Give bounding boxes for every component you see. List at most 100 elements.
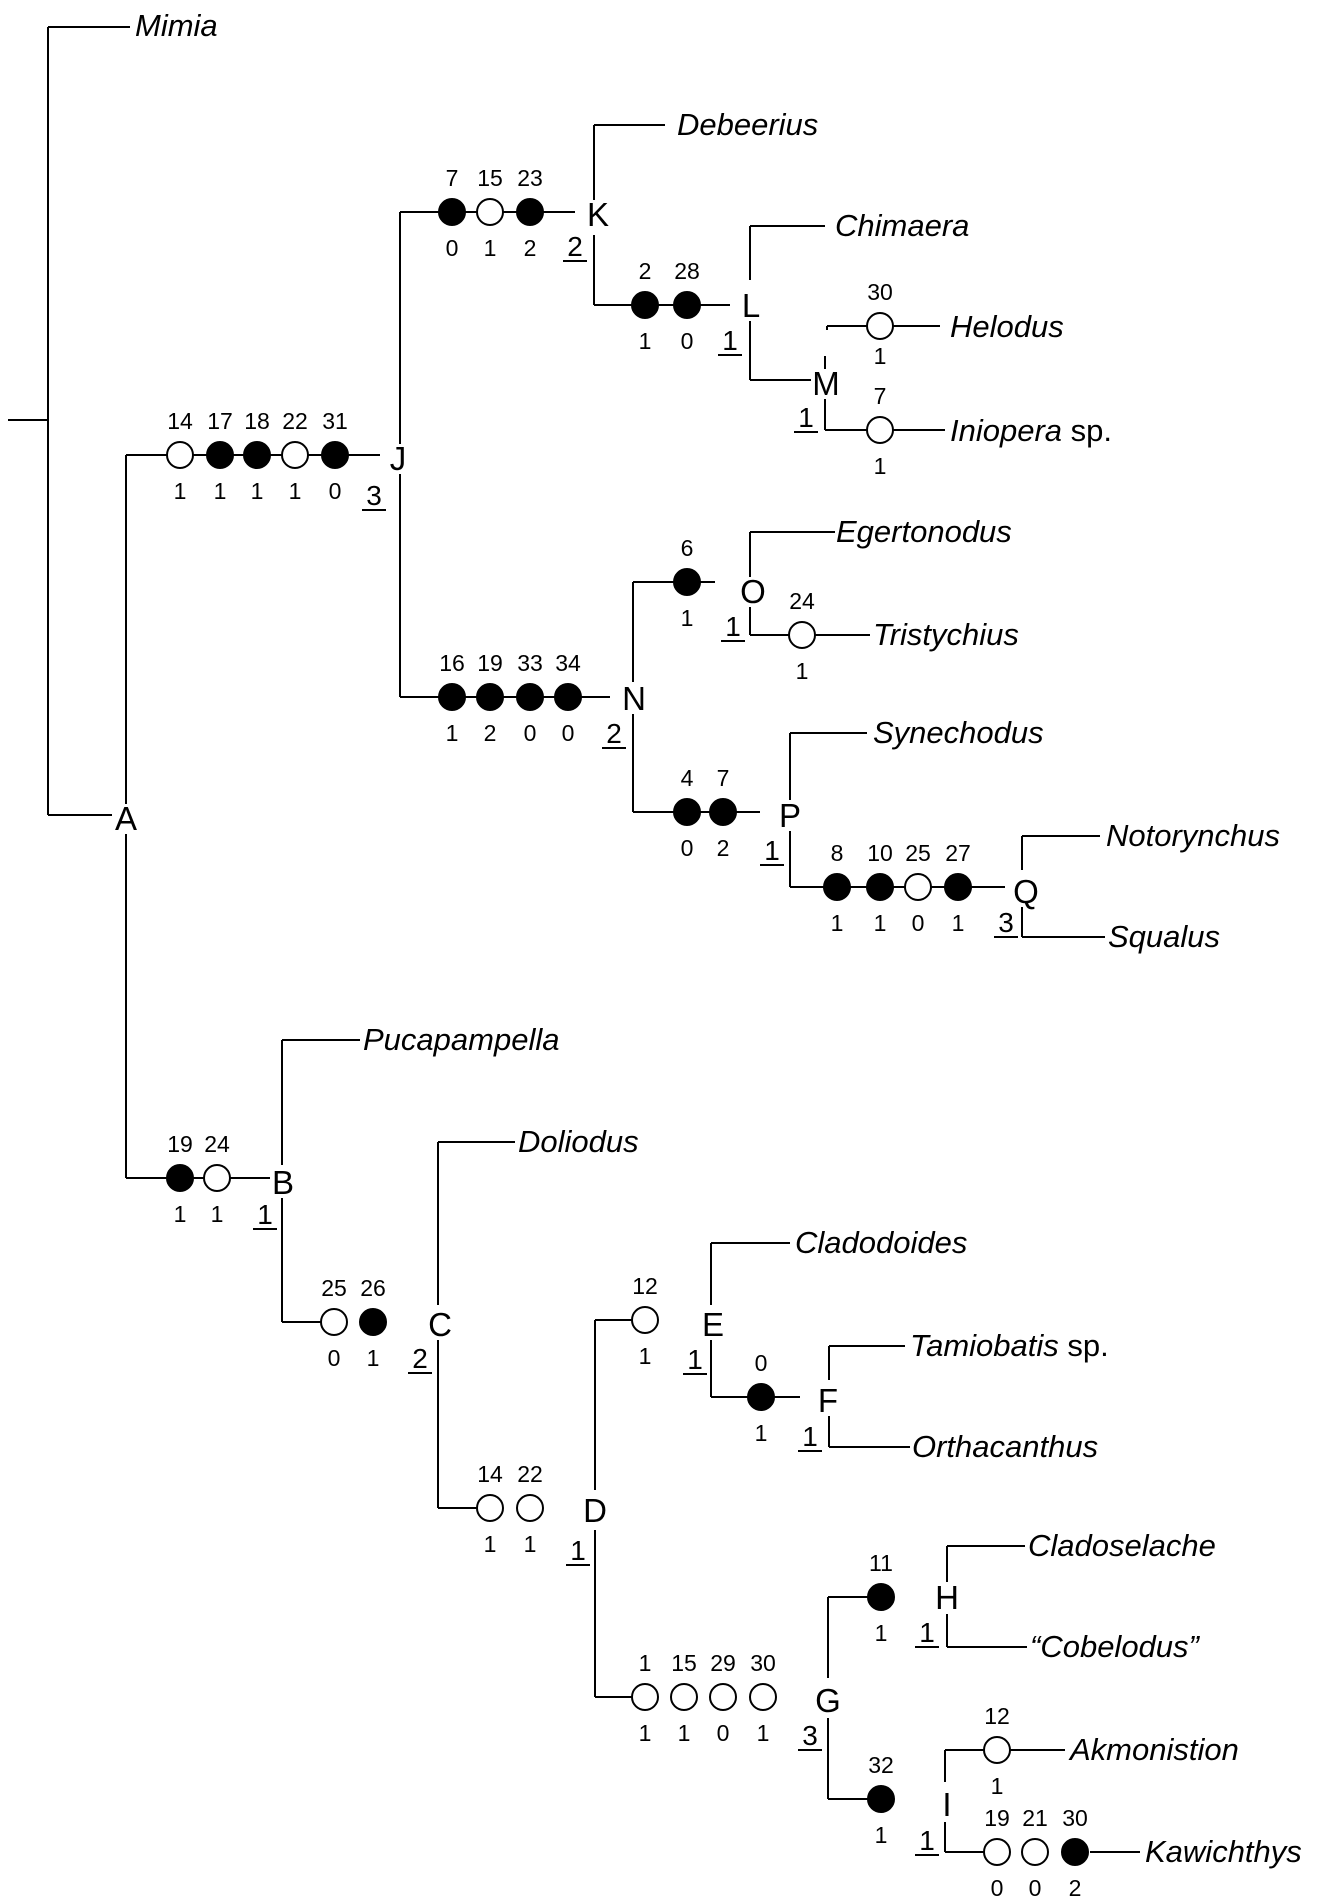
support-value: 1 <box>919 1825 935 1856</box>
node-label-i: I <box>942 1786 951 1823</box>
node-label-f: F <box>818 1382 838 1419</box>
filled-circle-icon <box>673 291 701 319</box>
character-number: 16 <box>439 650 465 676</box>
node-label-l: L <box>742 287 760 324</box>
character-number: 29 <box>710 1650 736 1676</box>
character-number: 2 <box>639 258 652 284</box>
character-number: 31 <box>322 408 348 434</box>
filled-circle-icon <box>359 1308 387 1336</box>
open-circle-icon <box>788 621 816 649</box>
character-number: 23 <box>517 165 543 191</box>
character-state: 0 <box>991 1875 1004 1901</box>
filled-circle-icon <box>206 441 234 469</box>
open-circle-icon <box>203 1164 231 1192</box>
character-number: 4 <box>681 765 694 791</box>
taxon-label-kawichthys: Kawichthys <box>1145 1834 1302 1869</box>
open-circle-icon <box>476 1494 504 1522</box>
character-number: 30 <box>867 279 893 305</box>
character-number: 19 <box>477 650 503 676</box>
character-state: 1 <box>289 478 302 504</box>
character-number: 24 <box>789 588 815 614</box>
character-number: 7 <box>874 383 887 409</box>
support-value: 3 <box>366 480 382 511</box>
open-circle-icon <box>476 198 504 226</box>
filled-circle-icon <box>1061 1838 1089 1866</box>
character-number: 26 <box>360 1275 386 1301</box>
support-value: 2 <box>606 718 622 749</box>
filled-circle-icon <box>554 683 582 711</box>
character-number: 11 <box>869 1550 893 1576</box>
node-label-h: H <box>935 1579 959 1616</box>
open-circle-icon <box>281 441 309 469</box>
character-state: 2 <box>524 235 537 261</box>
node-label-b: B <box>272 1164 294 1201</box>
open-circle-icon <box>709 1683 737 1711</box>
character-number: 19 <box>984 1805 1010 1831</box>
character-markers: 1411711812213107015123221280301711611923… <box>166 165 1089 1901</box>
open-circle-icon <box>631 1683 659 1711</box>
character-state: 1 <box>875 1822 888 1848</box>
character-number: 17 <box>207 408 233 434</box>
support-value: 2 <box>567 231 583 262</box>
support-value: 1 <box>257 1199 273 1230</box>
open-circle-icon <box>866 312 894 340</box>
node-label-n: N <box>622 680 646 717</box>
character-number: 6 <box>681 535 694 561</box>
character-number: 0 <box>755 1350 768 1376</box>
filled-circle-icon <box>823 873 851 901</box>
character-state: 1 <box>875 1620 888 1646</box>
character-state: 1 <box>524 1531 537 1557</box>
character-number: 33 <box>517 650 543 676</box>
node-label-k: K <box>587 196 609 233</box>
taxon-label-tamiobatis: Tamiobatis sp. <box>910 1328 1109 1363</box>
character-state: 1 <box>874 343 887 369</box>
character-state: 0 <box>329 478 342 504</box>
character-number: 14 <box>167 408 193 434</box>
character-number: 12 <box>984 1703 1010 1729</box>
support-value: 1 <box>802 1421 818 1452</box>
taxon-label-chimaera: Chimaera <box>835 208 969 243</box>
character-number: 30 <box>1062 1805 1088 1831</box>
open-circle-icon <box>1021 1838 1049 1866</box>
taxon-label-helodus: Helodus <box>950 309 1064 344</box>
character-state: 1 <box>952 910 965 936</box>
filled-circle-icon <box>438 198 466 226</box>
taxon-label-tristychius: Tristychius <box>873 617 1019 652</box>
filled-circle-icon <box>476 683 504 711</box>
character-state: 1 <box>874 910 887 936</box>
filled-circle-icon <box>243 441 271 469</box>
support-value: 1 <box>570 1535 586 1566</box>
character-state: 0 <box>524 720 537 746</box>
character-number: 15 <box>671 1650 697 1676</box>
character-state: 1 <box>831 910 844 936</box>
character-state: 1 <box>681 605 694 631</box>
character-state: 1 <box>757 1720 770 1746</box>
support-value: 1 <box>764 835 780 866</box>
character-number: 18 <box>244 408 270 434</box>
taxon-label-cladodoides: Cladodoides <box>795 1225 967 1260</box>
character-number: 34 <box>555 650 581 676</box>
taxon-label-doliodus: Doliodus <box>518 1124 639 1159</box>
character-state: 0 <box>446 235 459 261</box>
character-state: 1 <box>174 1201 187 1227</box>
node-label-g: G <box>815 1682 841 1719</box>
character-state: 1 <box>755 1420 768 1446</box>
character-number: 22 <box>282 408 308 434</box>
character-state: 1 <box>639 1720 652 1746</box>
character-number: 25 <box>905 840 931 866</box>
node-label-q: Q <box>1013 873 1039 910</box>
open-circle-icon <box>516 1494 544 1522</box>
character-number: 7 <box>717 765 730 791</box>
taxon-label-debeerius: Debeerius <box>677 107 818 142</box>
node-label-e: E <box>702 1306 724 1343</box>
character-number: 8 <box>831 840 844 866</box>
filled-circle-icon <box>867 1785 895 1813</box>
support-value: 2 <box>412 1343 428 1374</box>
support-value: 1 <box>725 611 741 642</box>
character-state: 2 <box>1069 1875 1082 1901</box>
open-circle-icon <box>983 1838 1011 1866</box>
support-value: 3 <box>998 907 1014 938</box>
taxon-label-akmonistion: Akmonistion <box>1068 1732 1239 1767</box>
node-label-d: D <box>583 1492 607 1529</box>
